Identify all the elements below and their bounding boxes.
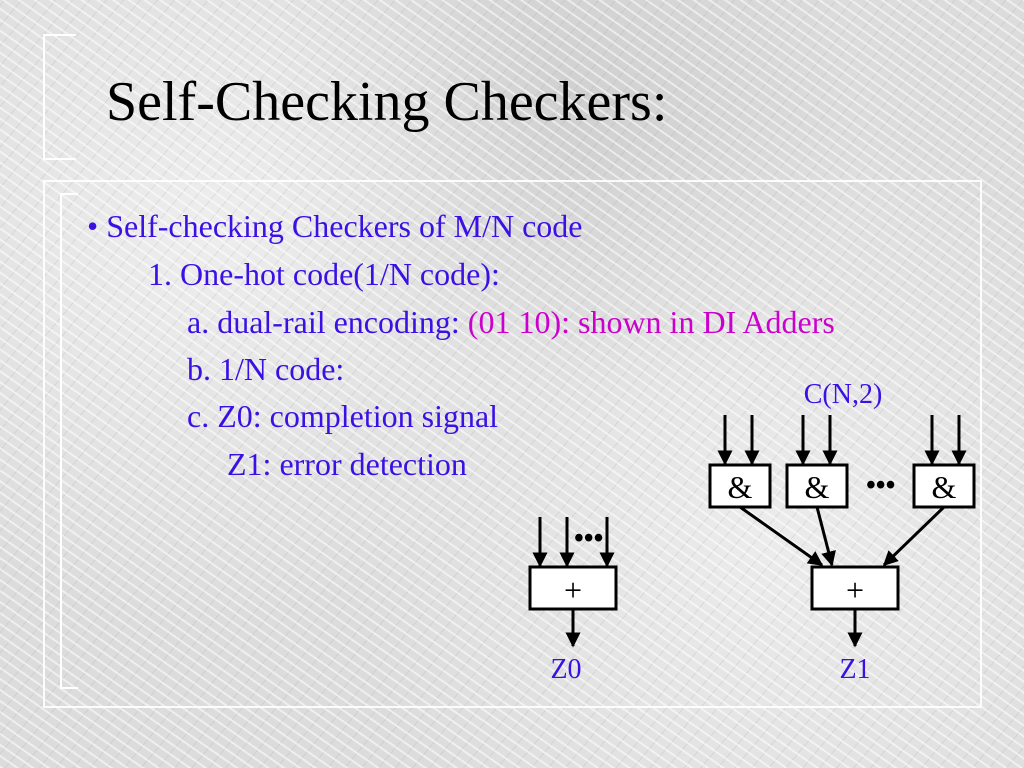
z0-label: Z0 [550,654,581,685]
and-gate-2 [785,463,849,509]
cn2-label: C(N,2) [804,379,883,410]
decorative-frame-top [43,34,76,160]
z1-label: Z1 [839,654,870,685]
item-z1: Z1: error detection [227,446,467,482]
and3-to-or-arrow [882,505,946,567]
and2-to-or-arrow [815,506,836,567]
item-dual-rail: a. dual-rail encoding: (01 10): shown in… [187,304,835,340]
or-gate-z0-group: ••• + Z0 [528,517,618,685]
item-1n-code: b. 1/N code: [187,351,345,387]
item-dual-rail-text: a. dual-rail encoding: [187,304,468,340]
and-gate-3 [912,463,976,509]
item-dual-rail-highlight: (01 10): shown in DI Adders [467,304,835,340]
decorative-frame-side [60,193,78,689]
bullet-glyph: • [87,208,99,244]
and-gate-2-symbol: & [805,469,830,505]
and-gate-1 [708,463,772,509]
or-gate-z1-group: + Z1 [810,565,900,685]
and1-to-or-arrow [739,505,824,567]
and-gates-ellipsis: ••• [866,470,895,501]
or-gate-z1-symbol: + [846,572,864,608]
bullet-text: Self-checking Checkers of M/N code [106,208,583,244]
or-gate-z0-symbol: + [564,572,582,608]
item-one-hot: 1. One-hot code(1/N code): [148,256,500,292]
and-gate-group-2: & [785,415,849,509]
slide-title: Self-Checking Checkers: [106,71,668,133]
and-gate-1-symbol: & [728,469,753,505]
and-gate-group-1: & [708,415,772,509]
z0-ellipsis: ••• [574,523,603,554]
content-frame [43,180,982,708]
and-gate-group-3: & [912,415,976,509]
bullet-line: • Self-checking Checkers of M/N code [87,208,582,244]
and-gate-3-symbol: & [932,469,957,505]
item-z0: c. Z0: completion signal [187,398,499,434]
